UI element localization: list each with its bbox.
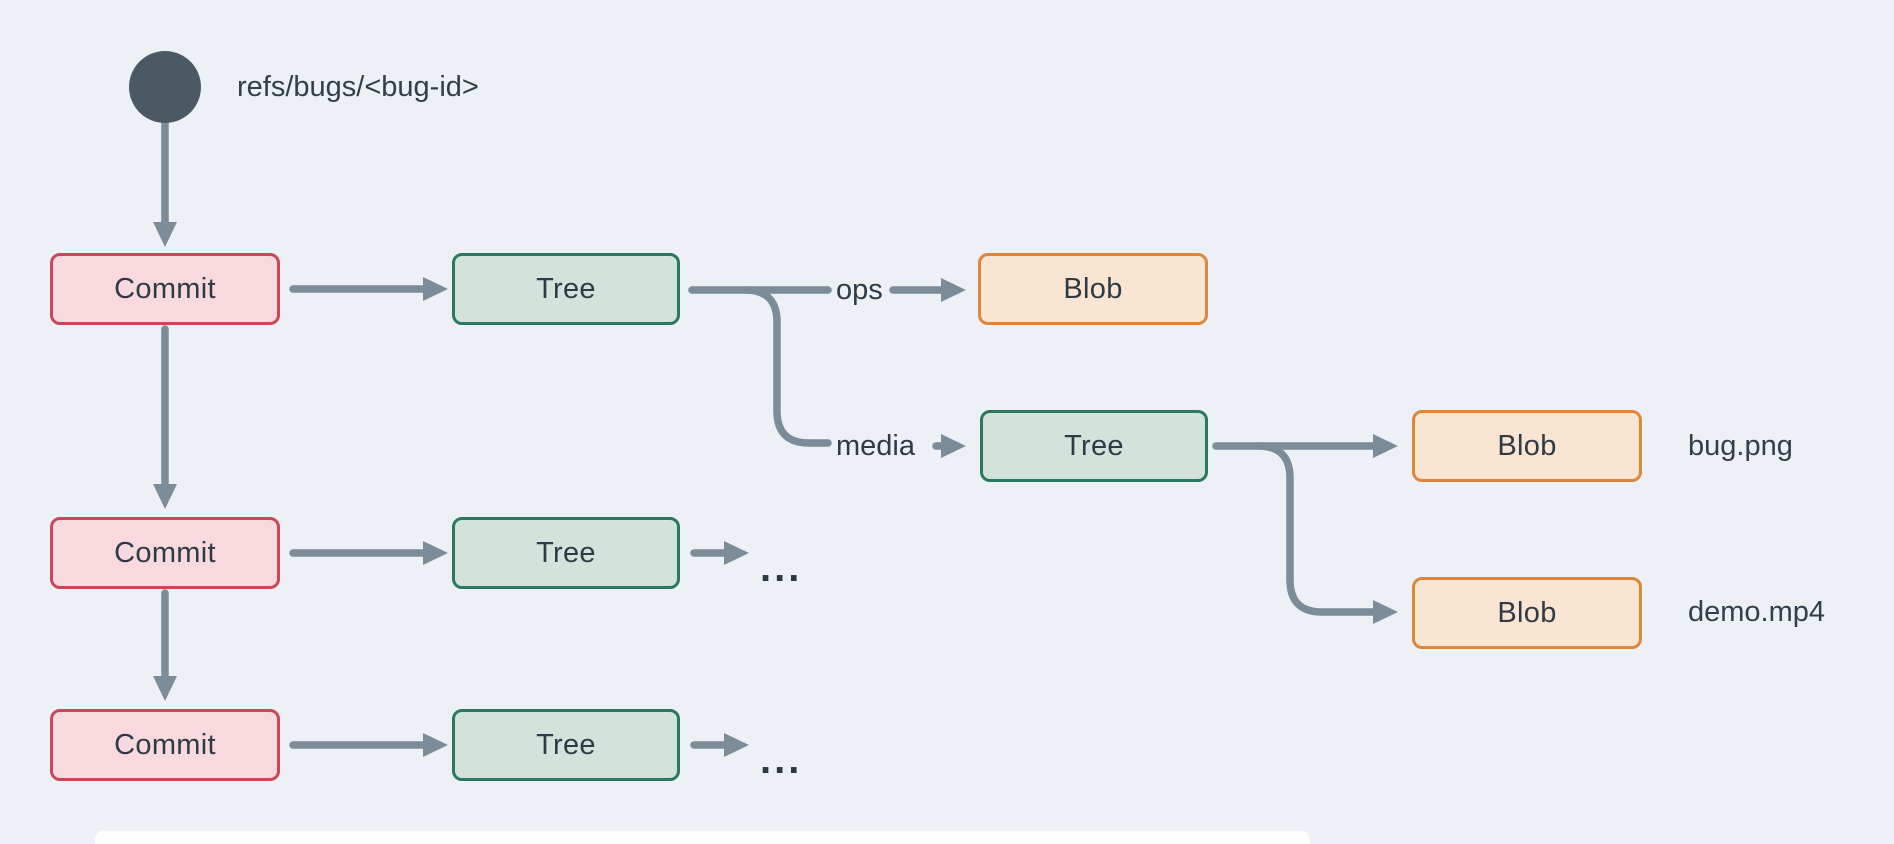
- tree-node-1: Tree: [452, 253, 680, 325]
- commit-node-1-label: Commit: [114, 272, 216, 305]
- file-label-bug-png: bug.png: [1688, 430, 1793, 462]
- tree-node-2-label: Tree: [536, 536, 596, 569]
- tree-node-2: Tree: [452, 517, 680, 589]
- blob-node-ops: Blob: [978, 253, 1208, 325]
- arrowhead-icon: [1373, 600, 1398, 624]
- arrowhead-icon: [153, 222, 177, 247]
- ellipsis-row-2: ...: [760, 546, 803, 590]
- edge-label-ops: ops: [836, 274, 883, 306]
- blob-node-bug: Blob: [1412, 410, 1642, 482]
- edge-tree1-to-media: [741, 286, 832, 447]
- blob-node-bug-label: Blob: [1497, 429, 1557, 462]
- arrowhead-icon: [423, 277, 448, 301]
- edge-label-media: media: [836, 430, 915, 462]
- commit-node-3: Commit: [50, 709, 280, 781]
- ellipsis-row-3: ...: [760, 738, 803, 782]
- commit-node-2-label: Commit: [114, 536, 216, 569]
- tree-node-media-label: Tree: [1064, 429, 1124, 462]
- tree-node-media: Tree: [980, 410, 1208, 482]
- arrowhead-icon: [423, 541, 448, 565]
- blob-node-demo-label: Blob: [1497, 596, 1557, 629]
- arrowhead-icon: [1373, 434, 1398, 458]
- window-edge: [95, 831, 1310, 844]
- arrowhead-icon: [423, 733, 448, 757]
- arrowhead-icon: [153, 484, 177, 509]
- commit-node-2: Commit: [50, 517, 280, 589]
- ref-circle-icon: [129, 51, 201, 123]
- commit-node-1: Commit: [50, 253, 280, 325]
- arrowhead-icon: [724, 541, 749, 565]
- edge-tree-to-blob-demo: [1254, 442, 1377, 616]
- blob-node-ops-label: Blob: [1063, 272, 1123, 305]
- tree-node-3-label: Tree: [536, 728, 596, 761]
- tree-node-1-label: Tree: [536, 272, 596, 305]
- arrowhead-icon: [153, 676, 177, 701]
- arrowhead-icon: [724, 733, 749, 757]
- tree-node-3: Tree: [452, 709, 680, 781]
- blob-node-demo: Blob: [1412, 577, 1642, 649]
- arrowhead-icon: [941, 278, 966, 302]
- commit-node-3-label: Commit: [114, 728, 216, 761]
- ref-label: refs/bugs/<bug-id>: [237, 71, 479, 103]
- arrowhead-icon: [941, 434, 966, 458]
- file-label-demo-mp4: demo.mp4: [1688, 596, 1826, 628]
